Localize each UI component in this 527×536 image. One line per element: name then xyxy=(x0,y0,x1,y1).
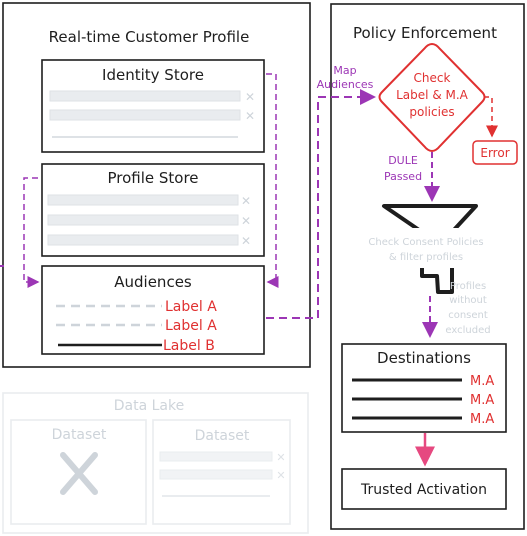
map-audiences-label-line2: Audiences xyxy=(317,78,374,91)
destinations-box: Destinations M.A M.A M.A xyxy=(341,343,507,433)
dule-passed-line1: DULE xyxy=(388,154,418,167)
map-audiences-label-line1: Map xyxy=(333,64,356,77)
identity-store-title: Identity Store xyxy=(102,66,204,84)
check-policies-decision: Check Label & M.A policies xyxy=(378,42,486,153)
identity-row xyxy=(49,109,241,121)
identity-row xyxy=(49,90,241,102)
dule-passed-line2: Passed xyxy=(384,170,422,183)
identity-store-box: Identity Store ✕ ✕ xyxy=(41,59,265,153)
destination-label: M.A xyxy=(470,393,494,408)
close-icon: ✕ xyxy=(245,90,255,104)
dataset-title: Dataset xyxy=(195,428,250,444)
trusted-activation-box: Trusted Activation xyxy=(341,468,507,510)
audience-label: Label A xyxy=(165,318,217,334)
check-policies-line2: Label & M.A xyxy=(396,88,469,102)
consent-check-line1: Check Consent Policies xyxy=(368,237,483,248)
profile-row xyxy=(47,214,239,226)
close-icon: ✕ xyxy=(241,214,251,228)
check-policies-line3: policies xyxy=(409,105,454,119)
dataset-box: Dataset xyxy=(10,419,147,525)
audience-label: Label A xyxy=(165,299,217,315)
policy-enforcement-title: Policy Enforcement xyxy=(353,24,497,42)
customer-profile-panel: Real-time Customer Profile xyxy=(2,2,311,368)
map-audiences-arrow xyxy=(266,89,376,319)
excluded-line1: Profiles xyxy=(450,281,486,292)
error-box: Error xyxy=(472,140,518,165)
excluded-line4: excluded xyxy=(445,325,490,336)
excluded-line2: without xyxy=(449,295,487,306)
policy-enforcement-panel: Policy Enforcement xyxy=(330,3,525,530)
excluded-line3: consent xyxy=(448,310,488,321)
check-policies-line1: Check xyxy=(414,71,451,85)
data-lake-title: Data Lake xyxy=(114,398,184,414)
identity-to-audiences-arrow xyxy=(266,73,279,288)
close-icon: ✕ xyxy=(276,469,285,482)
customer-profile-title: Real-time Customer Profile xyxy=(49,28,250,46)
dataset-title: Dataset xyxy=(52,427,107,443)
profile-row xyxy=(47,234,239,246)
consent-filter-funnel-icon: Check Consent Policies & filter profiles xyxy=(356,204,496,294)
close-icon: ✕ xyxy=(245,109,255,123)
profile-to-audiences-arrow xyxy=(23,177,40,288)
profile-row xyxy=(47,194,239,206)
audience-label: Label B xyxy=(163,338,215,354)
profile-store-box: Profile Store ✕ ✕ ✕ xyxy=(41,163,265,257)
trusted-activation-label: Trusted Activation xyxy=(360,482,487,498)
destination-label: M.A xyxy=(470,412,494,427)
close-icon: ✕ xyxy=(276,451,285,464)
profile-store-title: Profile Store xyxy=(107,169,198,187)
consent-check-line2: & filter profiles xyxy=(389,252,463,263)
audiences-title: Audiences xyxy=(114,273,192,291)
error-arrow xyxy=(484,96,498,138)
close-icon: ✕ xyxy=(241,234,251,248)
dataset-box: Dataset ✕ ✕ xyxy=(152,419,291,525)
audiences-box: Audiences Label A Label A Label B xyxy=(41,265,265,355)
destinations-title: Destinations xyxy=(377,349,471,367)
data-lake-panel: Data Lake Dataset Dataset ✕ ✕ xyxy=(2,392,309,534)
close-icon: ✕ xyxy=(241,194,251,208)
destination-label: M.A xyxy=(470,374,494,389)
error-label: Error xyxy=(480,146,509,160)
